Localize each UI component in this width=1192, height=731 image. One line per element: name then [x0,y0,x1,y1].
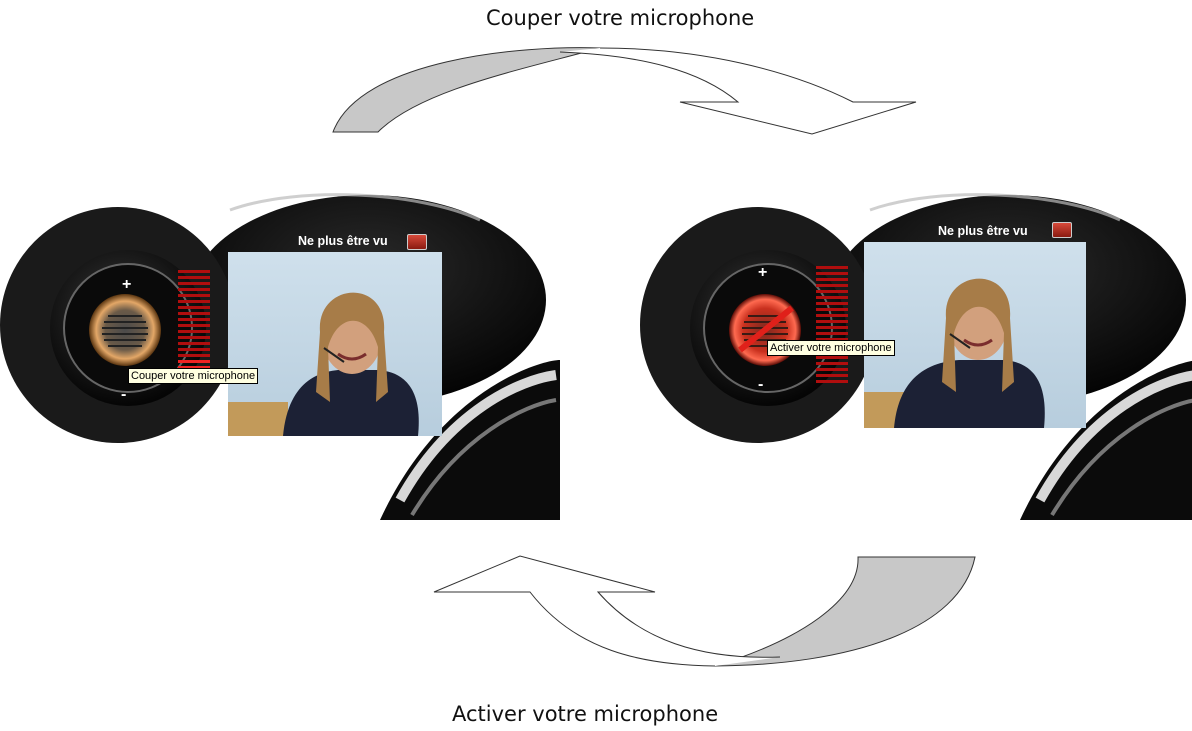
videophone-panel-mic-on: Ne plus être vu + - Couper votre microph… [0,190,560,710]
video-feed [864,242,1086,428]
mute-slash [738,305,794,353]
mic-tooltip: Couper votre microphone [128,368,259,384]
hide-video-label[interactable]: Ne plus être vu [938,224,1028,238]
bottom-arrow-shaded-band [714,556,976,667]
top-arrow-shaded-band [332,47,601,133]
camera-off-icon[interactable] [1052,222,1072,238]
mic-grille [102,315,148,347]
videophone-panel-mic-muted: Ne plus être vu + - Activer votre microp… [640,190,1192,710]
mic-ring-on [89,294,161,366]
volume-down-button[interactable]: - [121,386,127,403]
volume-meter [816,266,848,386]
mic-tooltip: Activer votre microphone [767,340,895,356]
volume-up-button[interactable]: + [122,276,132,293]
volume-down-button[interactable]: - [758,376,764,393]
camera-off-icon[interactable] [407,234,427,250]
top-arrow-outline-band [559,47,917,135]
person-image [228,292,419,436]
caption-activate-microphone: Activer votre microphone [452,702,719,726]
caption-mute-microphone: Couper votre microphone [486,6,755,30]
bottom-arrow-outline-band [433,555,781,667]
volume-up-button[interactable]: + [758,264,768,281]
hide-video-label[interactable]: Ne plus être vu [298,234,388,248]
volume-meter [178,270,210,378]
person-image [864,278,1045,428]
video-feed [228,252,442,436]
